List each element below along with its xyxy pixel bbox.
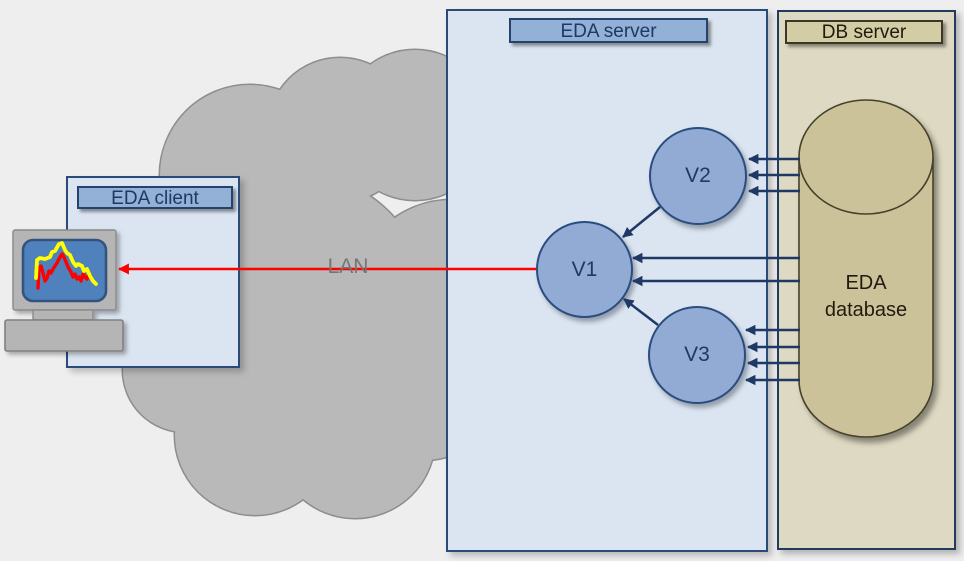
node-v3: V3 xyxy=(648,306,746,404)
db-server-title-label: DB server xyxy=(821,22,907,43)
node-v1: V1 xyxy=(536,221,633,318)
eda-server-title-label: EDA server xyxy=(560,21,657,42)
screen-chart-yellow-line xyxy=(34,241,98,286)
v2-to-v1-arrow xyxy=(622,206,661,238)
node-v3-label: V3 xyxy=(684,343,710,366)
screen-chart-red-line xyxy=(36,252,93,290)
monitor-stand xyxy=(32,309,94,321)
db-to-v2-arrows xyxy=(747,153,800,197)
node-v2: V2 xyxy=(649,127,747,225)
v3-to-v1-arrow xyxy=(623,298,659,326)
db-to-v1-arrows xyxy=(631,252,800,287)
database-label-line2: database xyxy=(824,299,908,321)
monitor-screen xyxy=(21,238,108,303)
database-label: EDA database xyxy=(801,270,931,324)
db-server-title: DB server xyxy=(785,20,943,44)
lan-label: LAN xyxy=(327,255,369,278)
client-computer-icon xyxy=(4,229,124,352)
eda-client-title-label: EDA client xyxy=(111,188,199,209)
eda-client-title: EDA client xyxy=(77,186,233,209)
eda-server-title: EDA server xyxy=(509,18,708,43)
db-to-v3-arrows xyxy=(744,324,800,386)
node-v1-label: V1 xyxy=(571,257,598,281)
node-v2-label: V2 xyxy=(685,164,711,187)
monitor-base xyxy=(4,319,124,352)
database-label-line1: EDA xyxy=(845,272,887,294)
database-cylinder-icon xyxy=(798,99,934,438)
